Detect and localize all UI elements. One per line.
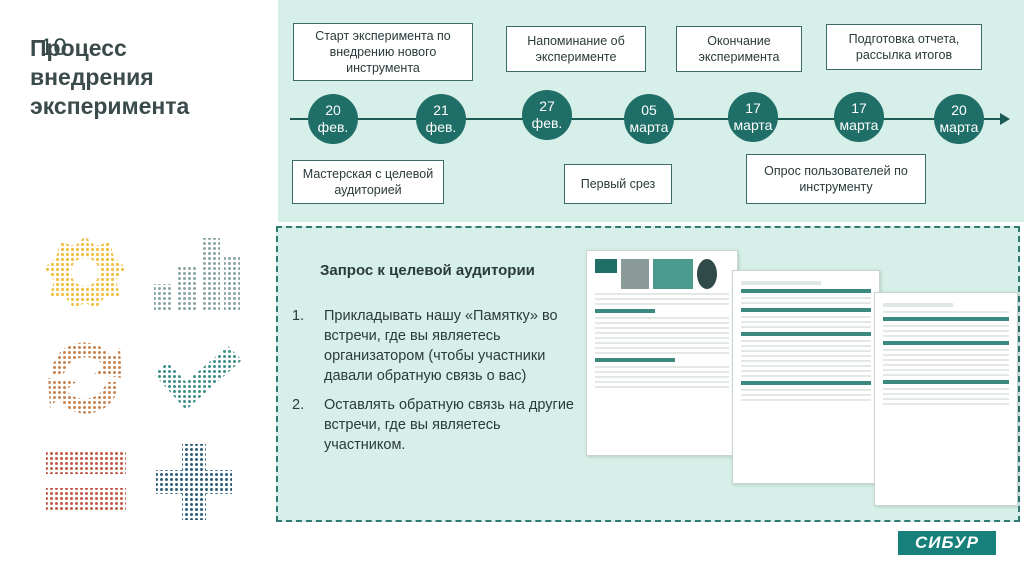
refresh-icon	[42, 340, 128, 416]
callout-report: Подготовка отчета, рассылка итогов	[826, 24, 982, 70]
timeline-node: 17 марта	[728, 92, 778, 142]
callout-workshop: Мастерская с целевой аудиторией	[292, 160, 444, 204]
node-day: 17	[745, 100, 761, 117]
node-day: 20	[951, 102, 967, 119]
bar-chart-icon	[152, 236, 242, 312]
list-item: 1. Прикладывать нашу «Памятку» во встреч…	[292, 306, 582, 386]
timeline-node: 27 фев.	[522, 90, 572, 140]
node-day: 05	[641, 102, 657, 119]
gear-icon	[40, 232, 130, 312]
node-day: 21	[433, 102, 449, 119]
node-month: марта	[734, 117, 773, 134]
feedback-form-thumbnail	[732, 270, 880, 484]
node-month: марта	[840, 117, 879, 134]
memo-document-thumbnail	[586, 250, 738, 456]
page-title: Процесс внедрения эксперимента	[30, 34, 250, 121]
callout-start: Старт эксперимента по внедрению нового и…	[293, 23, 473, 81]
request-title: Запрос к целевой аудитории	[320, 262, 535, 279]
node-month: фев.	[532, 115, 563, 132]
node-month: марта	[940, 119, 979, 136]
list-number: 1.	[292, 306, 324, 386]
survey-form-thumbnail	[874, 292, 1018, 506]
request-panel: Запрос к целевой аудитории 1. Прикладыва…	[276, 226, 1020, 522]
node-month: фев.	[426, 119, 457, 136]
callout-survey: Опрос пользователей по инструменту	[746, 154, 926, 204]
node-month: марта	[630, 119, 669, 136]
timeline-node: 05 марта	[624, 94, 674, 144]
timeline-arrow-icon	[1000, 113, 1010, 125]
node-day: 17	[851, 100, 867, 117]
list-item: 2. Оставлять обратную связь на другие вс…	[292, 395, 582, 455]
timeline-node: 20 фев.	[308, 94, 358, 144]
timeline-node: 17 марта	[834, 92, 884, 142]
node-month: фев.	[318, 119, 349, 136]
request-list: 1. Прикладывать нашу «Памятку» во встреч…	[292, 306, 582, 464]
callout-end: Окончание эксперимента	[676, 26, 802, 72]
plus-icon	[154, 442, 234, 522]
sibur-logo: СИБУР	[898, 531, 996, 555]
callout-reminder: Напоминание об эксперименте	[506, 26, 646, 72]
memo-header	[595, 259, 729, 289]
node-day: 20	[325, 102, 341, 119]
timeline-panel: Старт эксперимента по внедрению нового и…	[278, 0, 1024, 222]
list-number: 2.	[292, 395, 324, 455]
node-day: 27	[539, 98, 555, 115]
list-text: Прикладывать нашу «Памятку» во встречи, …	[324, 306, 582, 386]
callout-first-slice: Первый срез	[564, 164, 672, 204]
timeline-node: 21 фев.	[416, 94, 466, 144]
equals-icon	[44, 446, 128, 516]
checkmark-icon	[152, 344, 244, 414]
timeline-node: 20 марта	[934, 94, 984, 144]
list-text: Оставлять обратную связь на другие встре…	[324, 395, 582, 455]
